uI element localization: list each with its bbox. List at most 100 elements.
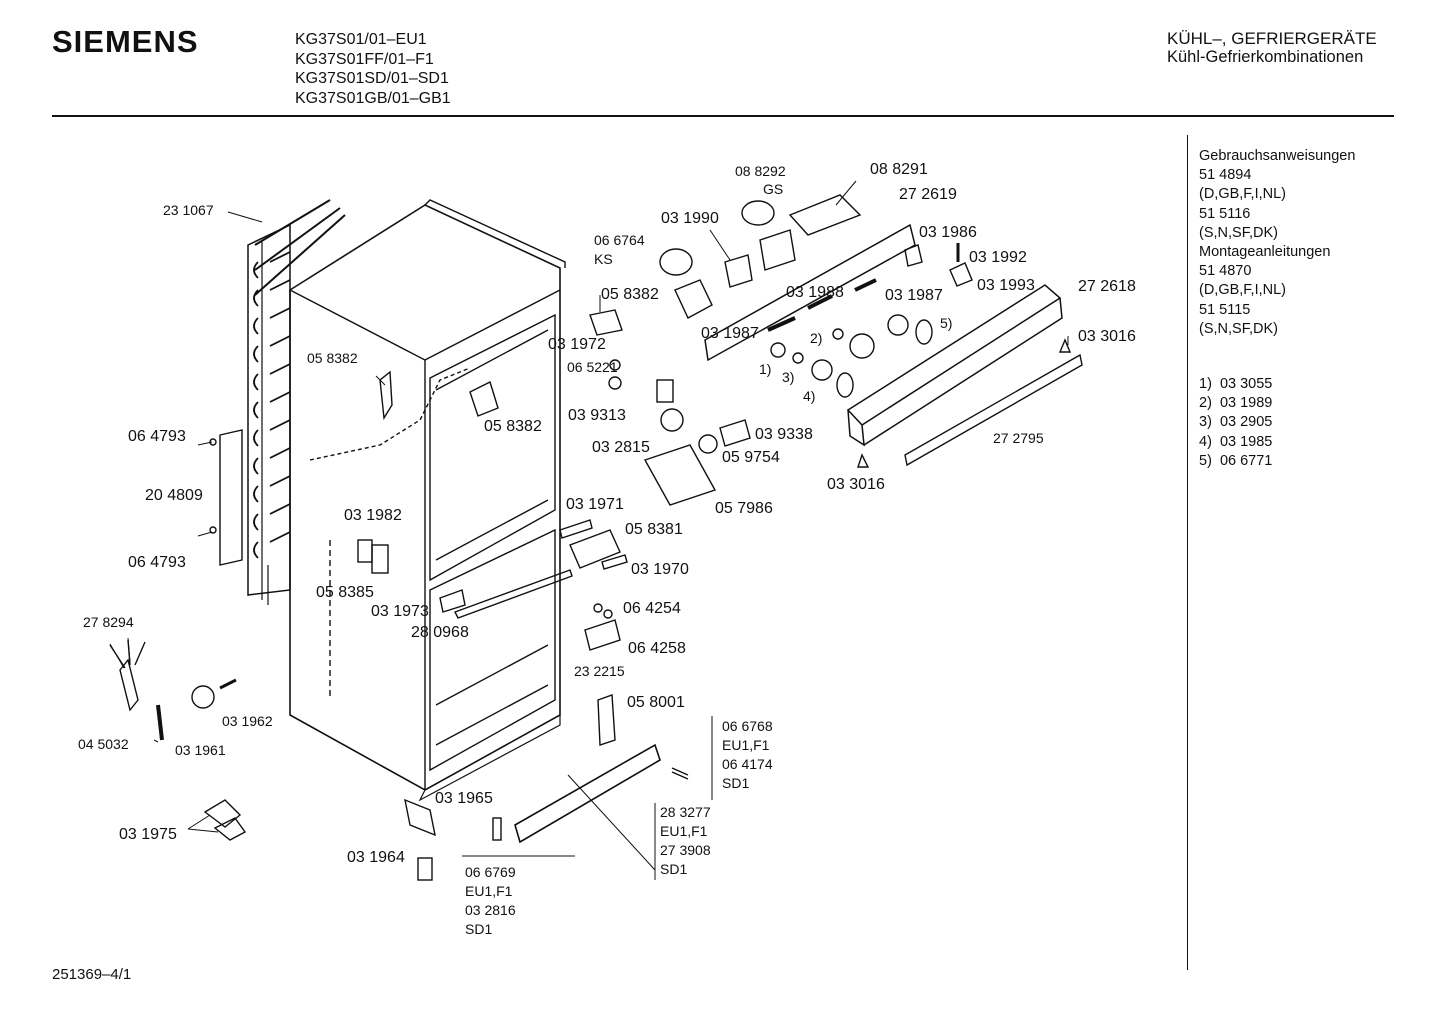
category-title: KÜHL–, GEFRIERGERÄTE xyxy=(1167,29,1377,48)
trim-strip-272618 xyxy=(846,284,1063,447)
part-label: 06 4174 xyxy=(722,756,773,772)
part-label: 27 3908 xyxy=(660,842,711,858)
part-label: 03 1962 xyxy=(222,713,273,729)
lamp-cover-057986 xyxy=(643,444,717,506)
legend-line: 4) 03 1985 xyxy=(1199,433,1273,450)
footnote-marker: 5) xyxy=(940,315,952,331)
plug-031961 xyxy=(191,685,215,709)
part-label: 05 9754 xyxy=(722,449,780,466)
thermostat-bracket xyxy=(379,370,393,421)
part-label: 03 1961 xyxy=(175,742,226,758)
part-label: 03 1971 xyxy=(566,496,624,513)
part-label: 05 7986 xyxy=(715,500,773,517)
switch-031982 xyxy=(357,539,389,574)
leader-lines xyxy=(109,180,1069,880)
documents-list: Gebrauchsanweisungen 51 4894 (D,GB,F,I,N… xyxy=(1199,147,1355,339)
socket-039338 xyxy=(719,419,751,447)
part-label: 05 8001 xyxy=(627,694,685,711)
siemens-logo: SIEMENS xyxy=(52,24,199,59)
doc-line: (D,GB,F,I,NL) xyxy=(1199,186,1287,203)
part-label: 06 5221 xyxy=(567,359,618,375)
part-label: 03 3016 xyxy=(1078,328,1136,345)
part-label: EU1,F1 xyxy=(465,883,513,899)
part-label: SD1 xyxy=(722,775,749,791)
hinge-058381 xyxy=(569,529,621,569)
category-heading: KÜHL–, GEFRIERGERÄTE Kühl-Gefrierkombina… xyxy=(1167,29,1377,67)
nut-065221 xyxy=(608,359,622,390)
model-number: KG37S01FF/01–F1 xyxy=(295,50,434,68)
part-label: 06 4258 xyxy=(628,640,686,657)
gs-thermostat-088292 xyxy=(741,200,796,271)
part-label: 03 3016 xyxy=(827,476,885,493)
part-label: 20 4809 xyxy=(145,487,203,504)
hinge-031973 xyxy=(439,589,466,613)
part-label: 03 9313 xyxy=(568,407,626,424)
part-label: 04 5032 xyxy=(78,736,129,752)
hinge-064258 xyxy=(584,619,621,651)
doc-line: (S,N,SF,DK) xyxy=(1199,224,1278,241)
part-label: 03 1993 xyxy=(977,277,1035,294)
footnote-marker: 3) xyxy=(782,369,794,385)
part-label: 03 2816 xyxy=(465,902,516,918)
doc-line: 51 5116 xyxy=(1199,205,1251,222)
part-label: 05 8382 xyxy=(484,418,542,435)
rod-045032 xyxy=(156,704,164,741)
part-label: 03 1970 xyxy=(631,561,689,578)
thermostat-066764 xyxy=(659,248,713,319)
part-label: 08 8292 xyxy=(735,163,786,179)
door-seal-278294 xyxy=(109,639,146,712)
model-number: KG37S01SD/01–SD1 xyxy=(295,70,449,87)
part-label: 08 8291 xyxy=(870,161,928,178)
part-label: 06 4793 xyxy=(128,428,186,445)
part-label: 06 6768 xyxy=(722,718,773,734)
bracket-031965 xyxy=(404,798,436,837)
part-label: 03 1987 xyxy=(701,325,759,342)
bulb-032815 xyxy=(660,408,684,432)
screw-033016 xyxy=(857,338,1072,468)
part-label: 05 8382 xyxy=(601,286,659,303)
cover-strip-272795 xyxy=(904,353,1083,467)
bracket-031972 xyxy=(589,309,623,336)
footnote-marker: 2) xyxy=(810,330,822,346)
control-panel-272619 xyxy=(704,223,916,362)
part-label: 27 2795 xyxy=(993,430,1044,446)
part-label: 03 1987 xyxy=(885,287,943,304)
doc-line: 51 4894 xyxy=(1199,167,1252,184)
part-label: EU1,F1 xyxy=(660,823,708,839)
foot-031964 xyxy=(417,857,433,881)
part-label: 03 9338 xyxy=(755,426,813,443)
part-label: 03 1992 xyxy=(969,249,1027,266)
part-label: 03 1965 xyxy=(435,790,493,807)
part-label: 27 8294 xyxy=(83,614,134,630)
footnote-marker: 1) xyxy=(759,361,771,377)
part-label: EU1,F1 xyxy=(722,737,770,753)
doc-line: 51 5115 xyxy=(1199,301,1251,318)
part-label: 23 2215 xyxy=(574,663,625,679)
part-label: 03 1982 xyxy=(344,507,402,524)
part-label: 03 2815 xyxy=(592,439,650,456)
part-label: 03 1975 xyxy=(119,826,177,843)
part-labels: 23 1067 06 4793 20 4809 06 4793 05 8382 … xyxy=(78,161,1136,937)
doc-line: 51 4870 xyxy=(1199,263,1252,280)
knob-031993 xyxy=(949,262,973,287)
part-label: 28 3277 xyxy=(660,804,711,820)
door-rail xyxy=(209,429,243,566)
legend-line: 5) 06 6771 xyxy=(1199,452,1273,469)
lamp-059754 xyxy=(698,434,718,454)
pcb-088291 xyxy=(788,194,862,236)
category-subtitle: Kühl-Gefrierkombinationen xyxy=(1167,48,1364,66)
part-label: GS xyxy=(763,181,783,197)
footnote-marker: 4) xyxy=(803,388,815,404)
kickplate-283277 xyxy=(514,743,661,844)
relay-031990 xyxy=(724,254,753,288)
knob-031986 xyxy=(904,244,923,267)
doc-line: Montageanleitungen xyxy=(1199,244,1331,261)
clips-031975 xyxy=(203,799,247,841)
legend-line: 3) 03 2905 xyxy=(1199,414,1273,431)
doc-line: Gebrauchsanweisungen xyxy=(1199,148,1356,164)
part-label: SD1 xyxy=(660,861,687,877)
part-label: 03 1986 xyxy=(919,224,977,241)
spacer-031971 xyxy=(559,519,593,539)
part-label: 03 1973 xyxy=(371,603,429,620)
condenser-coil xyxy=(247,199,346,605)
